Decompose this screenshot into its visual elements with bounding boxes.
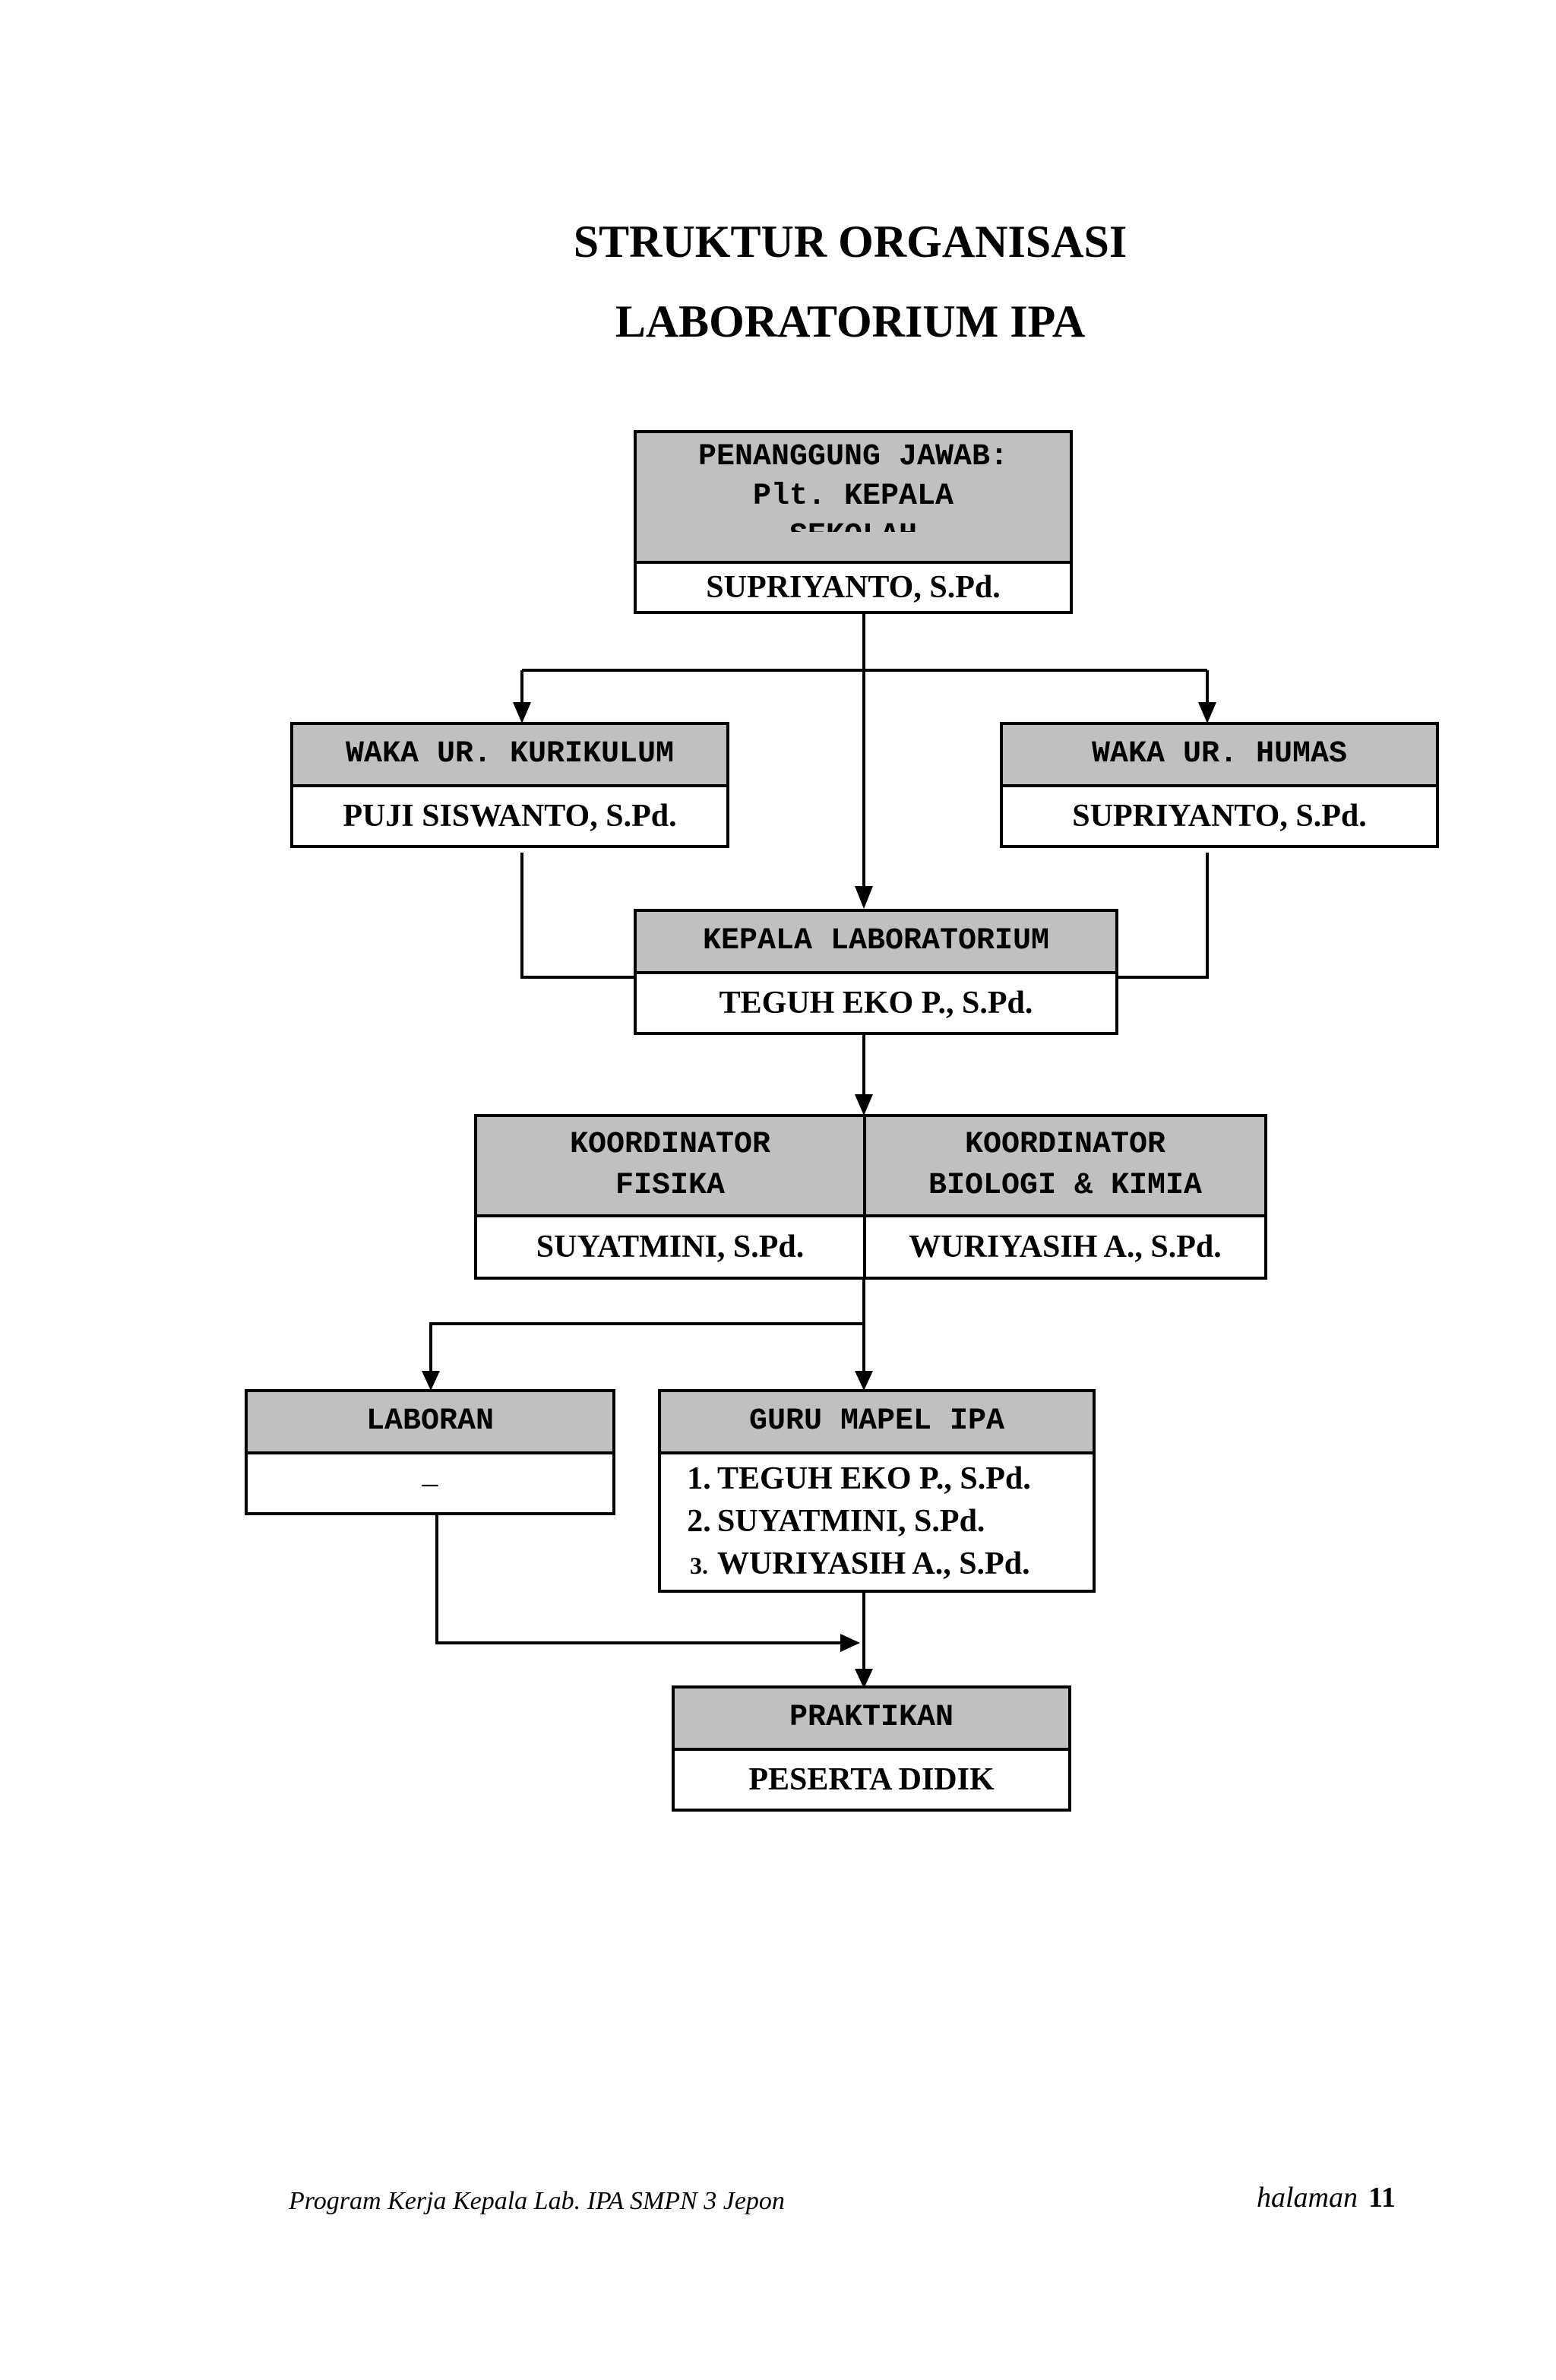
node-koordinator-biokim: KOORDINATOR BIOLOGI & KIMIA WURIYASIH A.… [866,1117,1264,1277]
node-head-line: WAKA UR. HUMAS [1091,737,1348,771]
arrowhead-laboran [422,1371,440,1391]
node-head: LABORAN [248,1392,612,1454]
node-name: – [422,1466,438,1501]
arrowhead-kurikulum [513,702,531,723]
arrowhead-laboran-side [840,1634,860,1652]
list-item-number: 1. [687,1461,711,1496]
list-item-name: SUYATMINI, S.Pd. [717,1504,985,1539]
arrowhead-koordinator [855,1094,873,1116]
node-head-line: BIOLOGI & KIMIA [928,1169,1203,1203]
node-head-line: LABORAN [365,1404,495,1438]
list-item: 1.TEGUH EKO P., S.Pd. [681,1457,1031,1500]
footer-document-title: Program Kerja Kepala Lab. IPA SMPN 3 Jep… [289,2187,785,2215]
list-item: 3. WURIYASIH A., S.Pd. [681,1543,1030,1587]
connector-humas-to-kalab [1117,853,1209,979]
node-head: GURU MAPEL IPA [661,1392,1093,1454]
node-head: PRAKTIKAN [675,1688,1068,1751]
node-kepala-laboratorium: KEPALA LABORATORIUM TEGUH EKO P., S.Pd. [634,909,1118,1035]
node-head-line: KOORDINATOR [964,1128,1166,1162]
footer-page-value: 11 [1368,2182,1396,2214]
node-name: WURIYASIH A., S.Pd. [909,1230,1222,1264]
node-head: WAKA UR. KURIKULUM [293,725,726,787]
node-name: TEGUH EKO P., S.Pd. [719,986,1033,1021]
node-head-line: WAKA UR. KURIKULUM [345,737,675,771]
node-head-line: SEKOLAH [789,517,917,532]
chart-title-line-2: LABORATORIUM IPA [615,296,1086,347]
node-head-line: PENANGGUNG JAWAB: [697,440,1009,474]
node-head-line: GURU MAPEL IPA [748,1404,1005,1438]
connector-laboran-to-praktikan [435,1506,848,1644]
node-praktikan: PRAKTIKAN PESERTA DIDIK [672,1685,1071,1812]
footer-page-label: halaman [1257,2182,1358,2214]
arrowhead-guru [855,1371,873,1391]
node-head-line: FISIKA [615,1169,726,1203]
arrowhead-humas [1198,702,1216,723]
node-koordinator-group: KOORDINATOR FISIKA SUYATMINI, S.Pd. KOOR… [474,1114,1267,1280]
node-name-list: 1.TEGUH EKO P., S.Pd. 2.SUYATMINI, S.Pd.… [661,1454,1093,1590]
node-laboran: LABORAN – [245,1389,615,1515]
node-name: SUYATMINI, S.Pd. [536,1230,805,1264]
footer-page-number: halaman 11 [1257,2181,1396,2214]
node-name: PUJI SISWANTO, S.Pd. [343,799,677,834]
node-head: KOORDINATOR BIOLOGI & KIMIA [866,1117,1264,1217]
node-waka-humas: WAKA UR. HUMAS SUPRIYANTO, S.Pd. [1000,722,1439,848]
node-head-line: PRAKTIKAN [789,1701,954,1735]
list-item-number: 3. [690,1552,708,1579]
node-head: WAKA UR. HUMAS [1003,725,1436,787]
list-item: 2.SUYATMINI, S.Pd. [681,1500,985,1543]
arrowhead-praktikan [855,1669,873,1688]
node-name: SUPRIYANTO, S.Pd. [706,570,1001,605]
node-head-line: KEPALA LABORATORIUM [702,924,1050,958]
list-item-name: WURIYASIH A., S.Pd. [717,1546,1030,1581]
connector-kurikulum-to-kalab [520,853,635,979]
node-head-line: KOORDINATOR [569,1128,771,1162]
node-guru-mapel: GURU MAPEL IPA 1.TEGUH EKO P., S.Pd. 2.S… [658,1389,1096,1593]
chart-title-line-1: STRUKTUR ORGANISASI [573,217,1127,267]
node-name: SUPRIYANTO, S.Pd. [1072,799,1367,834]
node-penanggung-jawab: PENANGGUNG JAWAB: Plt. KEPALA SEKOLAH SU… [634,430,1073,614]
arrowhead-kalab [855,886,873,909]
node-head-line: Plt. KEPALA [752,479,954,514]
node-koordinator-fisika: KOORDINATOR FISIKA SUYATMINI, S.Pd. [477,1117,866,1277]
node-head: KEPALA LABORATORIUM [637,912,1115,974]
node-head: KOORDINATOR FISIKA [477,1117,863,1217]
list-item-name: TEGUH EKO P., S.Pd. [717,1461,1031,1496]
node-head: PENANGGUNG JAWAB: Plt. KEPALA SEKOLAH [637,433,1070,564]
connector-to-laboran [429,1322,864,1377]
node-name: PESERTA DIDIK [748,1762,995,1797]
list-item-number: 2. [687,1504,711,1539]
node-waka-kurikulum: WAKA UR. KURIKULUM PUJI SISWANTO, S.Pd. [290,722,729,848]
